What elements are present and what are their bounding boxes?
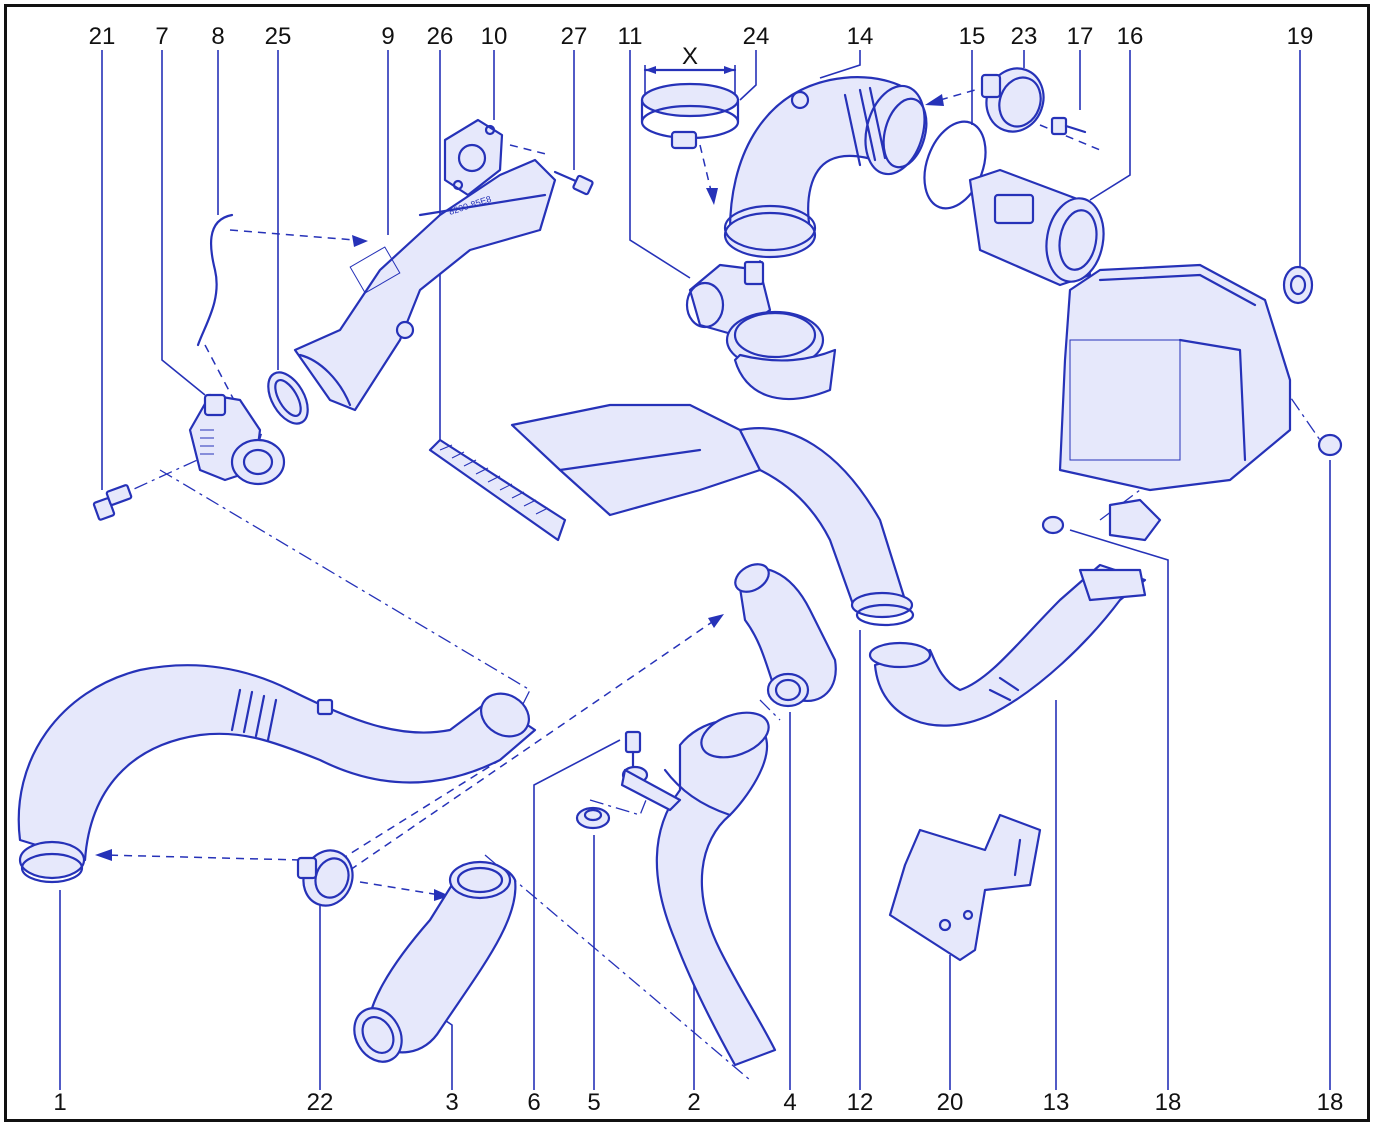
callout-18a: 18 — [1155, 1089, 1182, 1116]
air-filter-housing — [1058, 263, 1292, 542]
callout-25: 25 — [265, 23, 292, 50]
part-1-intake-hose — [17, 664, 537, 884]
callout-11: 11 — [618, 23, 643, 50]
callouts-bottom: 1 22 3 6 5 2 4 12 20 13 18 18 — [53, 1089, 1343, 1116]
part-13-hose — [868, 563, 1147, 727]
callout-19: 19 — [1287, 23, 1314, 50]
dimension-x: X — [682, 43, 698, 70]
part-22-clamp — [296, 849, 354, 907]
callout-6: 6 — [527, 1089, 540, 1116]
callout-18b: 18 — [1317, 1089, 1344, 1116]
part-20-bracket — [888, 813, 1042, 962]
part-25-seal — [267, 371, 309, 425]
callout-26: 26 — [427, 23, 454, 50]
callout-12: 12 — [847, 1089, 874, 1116]
part-11-sensor — [685, 260, 837, 400]
part-18-grommets — [1041, 433, 1343, 535]
callout-22: 22 — [307, 1089, 334, 1116]
callout-4: 4 — [783, 1089, 796, 1116]
part-8-wire — [196, 213, 234, 347]
part-2-hose — [655, 711, 777, 1067]
callout-23: 23 — [1011, 23, 1038, 50]
part-19-plug — [1282, 265, 1314, 305]
part-7-throttle-body — [188, 393, 286, 486]
callouts-top: 21 7 8 25 9 26 10 27 11 24 14 15 23 17 1… — [89, 23, 1314, 50]
part-3-hose — [353, 860, 517, 1063]
part-6-bolt-bracket — [620, 730, 682, 812]
part-21-bolt — [92, 484, 133, 521]
callout-24: 24 — [743, 23, 770, 50]
part-24-clamp: X — [640, 43, 740, 150]
callout-9: 9 — [381, 23, 394, 50]
callout-16: 16 — [1117, 23, 1144, 50]
part-26-grille — [428, 438, 567, 542]
part-17-screw — [1050, 116, 1087, 136]
callout-21: 21 — [89, 23, 116, 50]
callout-13: 13 — [1043, 1089, 1070, 1116]
part-14-elbow-hose — [723, 76, 928, 259]
part-9-intake-pipe: 8200-85E8 — [293, 158, 557, 412]
callout-15: 15 — [959, 23, 986, 50]
part-10-gasket — [443, 118, 504, 197]
callout-2: 2 — [687, 1089, 700, 1116]
part-12-hose-end — [855, 603, 915, 627]
callout-10: 10 — [481, 23, 508, 50]
part-16-airflow-meter — [968, 168, 1105, 287]
callout-5: 5 — [587, 1089, 600, 1116]
part-23-clamp — [980, 67, 1045, 133]
callout-1: 1 — [53, 1089, 66, 1116]
callout-7: 7 — [155, 23, 168, 50]
callout-27: 27 — [561, 23, 588, 50]
callout-3: 3 — [445, 1089, 458, 1116]
diagram-frame — [4, 4, 1370, 1122]
part-27-bolt — [553, 170, 594, 196]
callout-14: 14 — [847, 23, 874, 50]
callout-17: 17 — [1067, 23, 1094, 50]
callout-8: 8 — [211, 23, 224, 50]
part-4-hose — [734, 563, 837, 708]
part-5-grommet — [575, 806, 611, 830]
air-scoop-duct — [510, 403, 914, 619]
part-15-seal — [923, 120, 987, 210]
callout-20: 20 — [937, 1089, 964, 1116]
